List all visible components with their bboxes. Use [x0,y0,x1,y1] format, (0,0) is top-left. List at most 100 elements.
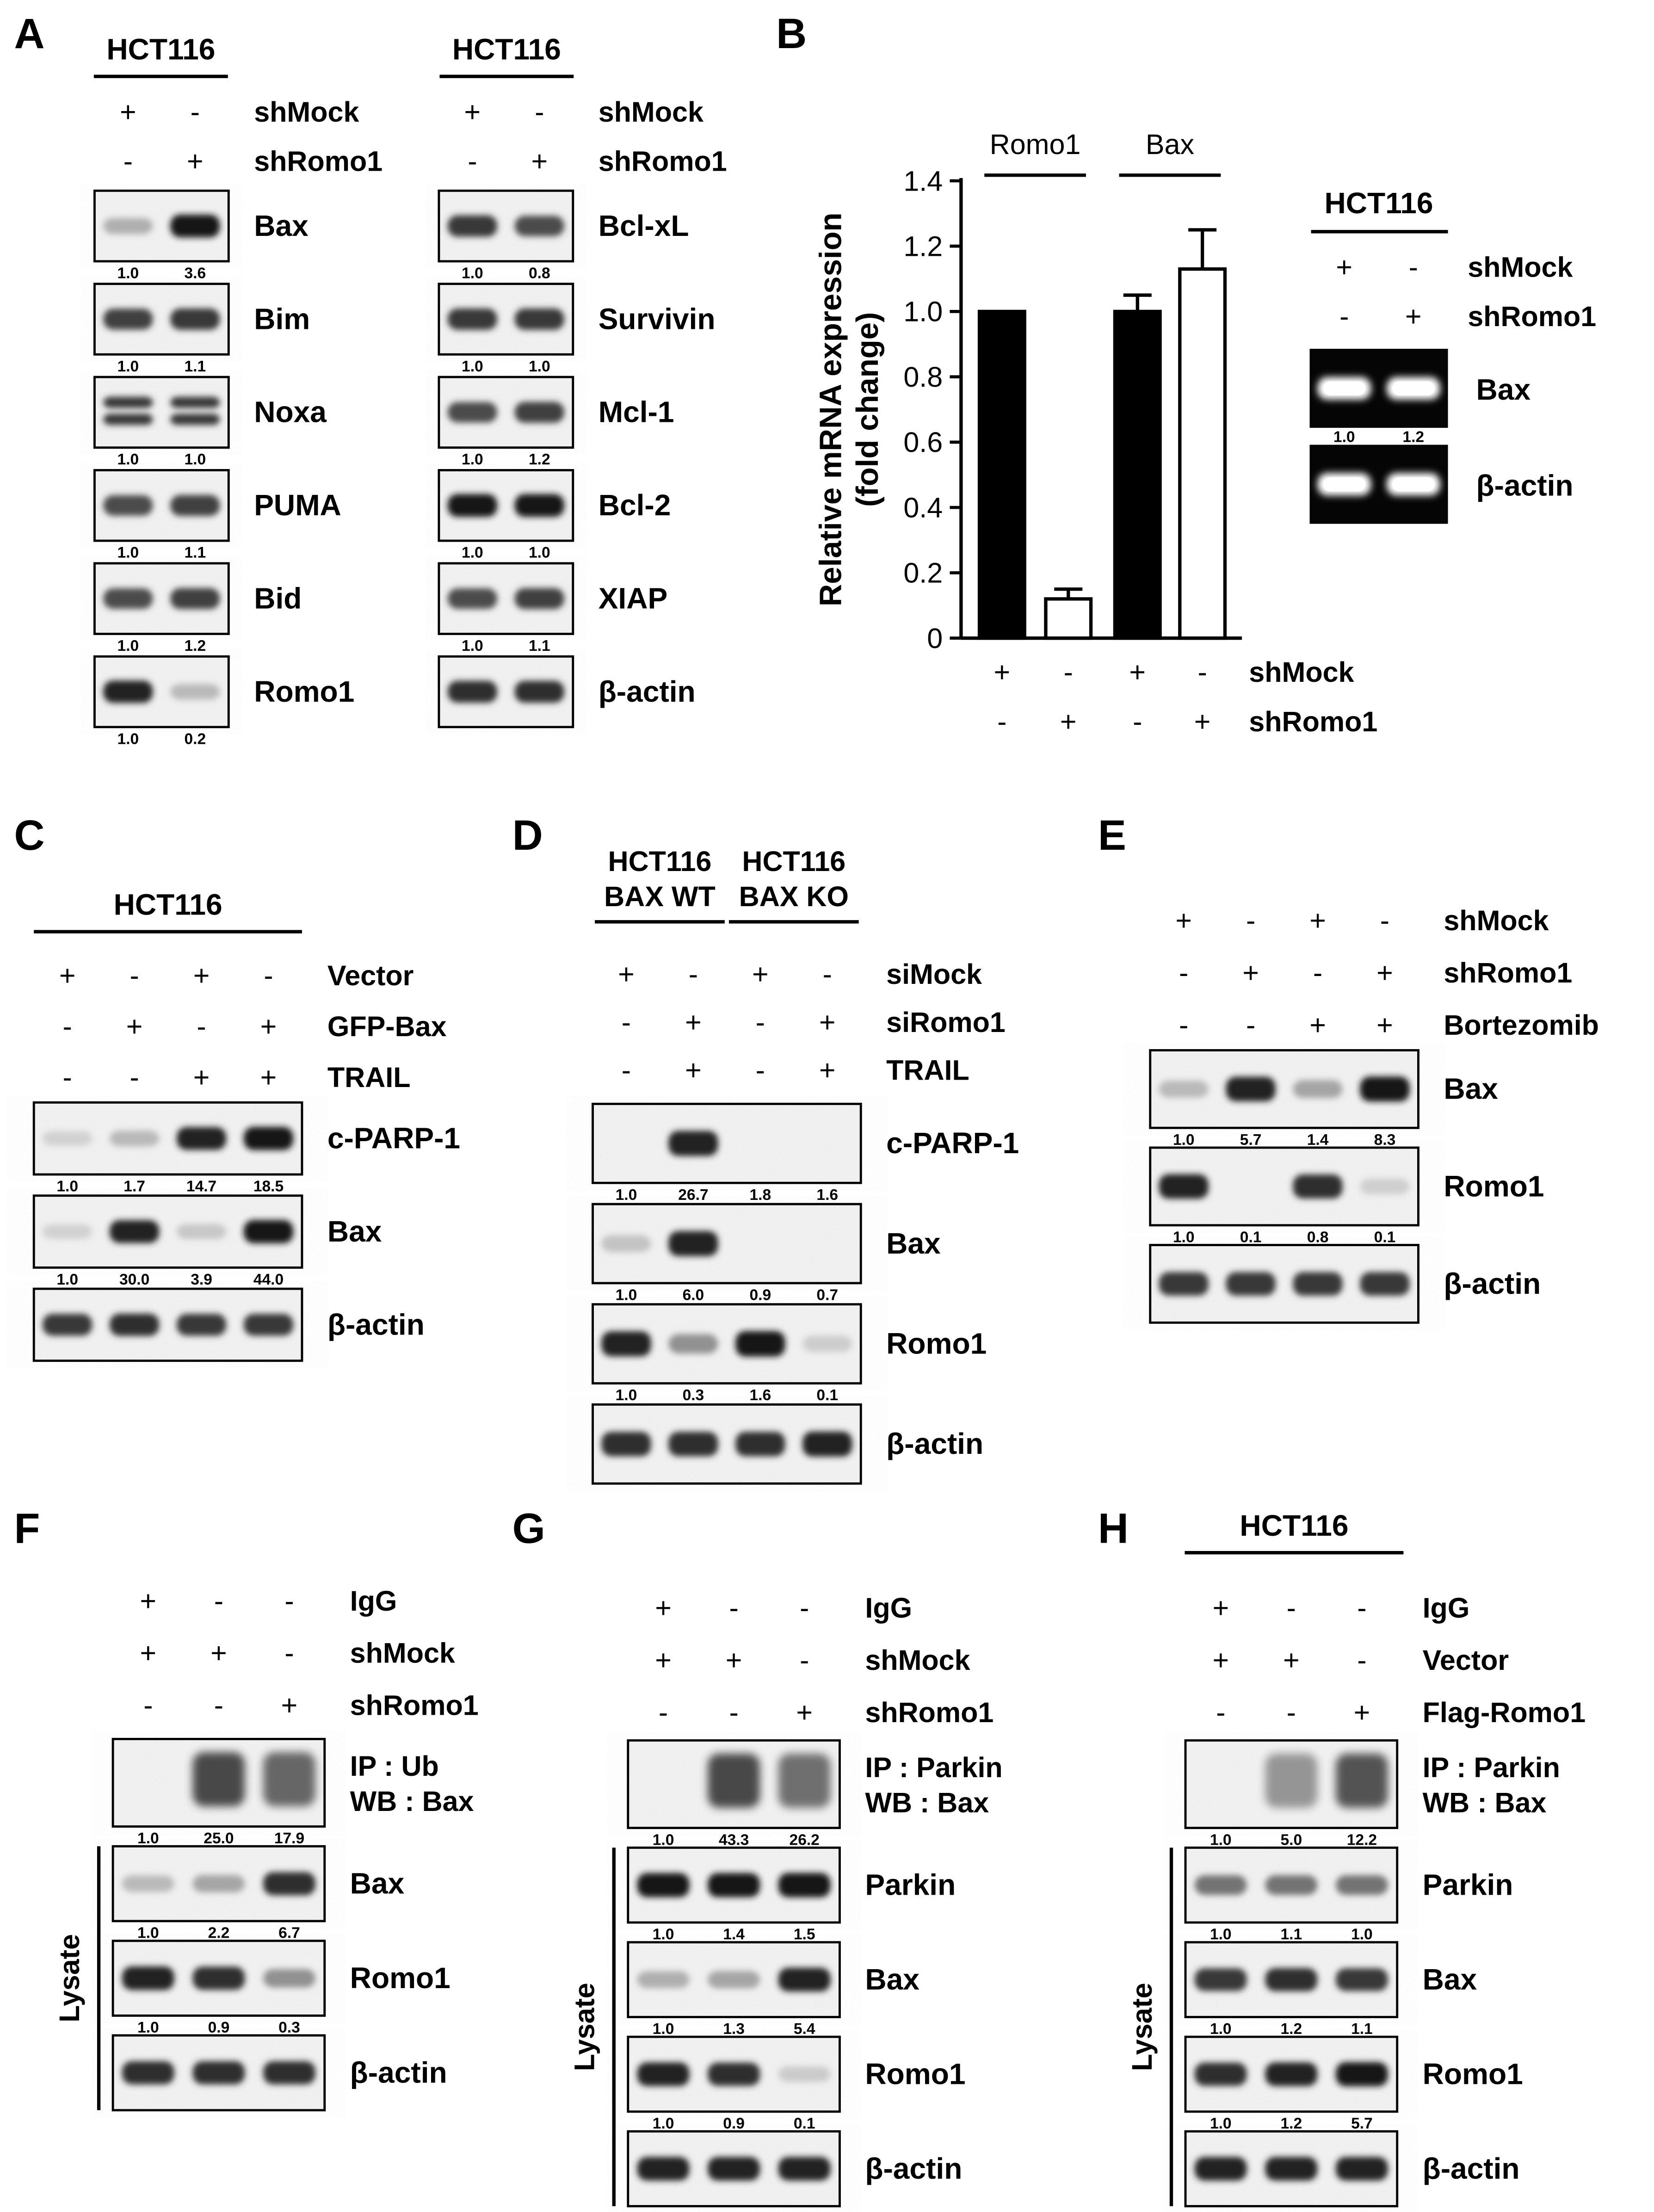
condition-sign: - [729,1592,738,1624]
band-density-value: 1.1 [185,358,206,375]
condition-sign: - [63,1011,72,1042]
blot-strip [627,1739,841,1829]
condition-label: shMock [865,1644,970,1676]
band [447,402,498,423]
y-tick-label: 0.6 [903,426,943,458]
band [447,308,498,330]
condition-sign: - [823,958,832,990]
condition-sign: + [1405,301,1422,332]
strip-border [111,1845,326,1922]
band-density-value: 1.0 [653,2115,674,2132]
band [1335,2062,1388,2087]
band [1265,1875,1318,1895]
condition-label: shRomo1 [1468,301,1596,332]
membrane-grain [592,1104,861,1183]
condition-sign: + [1336,251,1352,283]
band-density-value: 1.0 [56,1178,78,1195]
blot-label: β-actin [350,2056,447,2089]
blot-label: Bax [886,1227,941,1260]
band-density-value: 26.7 [678,1186,708,1204]
condition-label: IgG [865,1592,912,1624]
strip-border [1149,1146,1419,1227]
strip-border [627,1846,841,1924]
strip-border [32,1101,303,1176]
band-density-value: 1.0 [117,358,139,375]
condition-sign: + [1283,1644,1300,1676]
band-density-value: 1.6 [750,1387,771,1404]
strip-border [93,189,230,263]
y-tick-label: 1.4 [903,165,943,197]
panel-letter: E [1098,812,1126,859]
band-density-value: 0.8 [1307,1229,1329,1246]
blot-strip [1184,2130,1399,2207]
condition-sign: - [1216,1697,1225,1728]
strip-border [438,562,574,635]
band [43,1224,93,1239]
blot-strip [93,376,230,449]
band [176,1224,227,1239]
band [514,216,564,236]
condition-sign: - [1064,656,1073,688]
band [103,218,153,234]
condition-sign: + [464,96,481,128]
blot-label: β-actin [1444,1267,1541,1300]
condition-sign: - [63,1062,72,1093]
band-density-value: 1.0 [137,1830,159,1847]
condition-sign: + [1129,656,1146,688]
band [802,1335,852,1352]
strip-border [1149,1049,1419,1129]
blot-label: Bax [1444,1072,1498,1106]
blot-label: IP : Parkin [1423,1752,1560,1783]
condition-label: shRomo1 [254,146,383,177]
condition-label: shRomo1 [865,1697,994,1728]
band-density-value: 0.7 [816,1287,838,1304]
bar [1044,597,1093,640]
condition-sign: - [1409,251,1418,283]
group-label-line1: HCT116 [608,846,712,877]
panel-letter: D [512,812,543,859]
gel-band [1323,477,1366,492]
condition-sign: - [130,960,139,991]
condition-sign: - [214,1690,223,1721]
condition-label: Bortezomib [1444,1009,1599,1041]
y-tick-label: 1.0 [903,296,943,327]
condition-sign: - [535,96,544,128]
condition-sign: + [726,1644,742,1676]
band-density-value: 0.8 [529,265,550,282]
condition-sign: + [140,1585,157,1617]
group-label-line2: BAX KO [739,881,849,912]
condition-sign: + [1194,706,1211,737]
band [243,1220,294,1243]
blot-label: Noxa [254,395,327,429]
band-density-value: 1.0 [117,544,139,562]
band-density-value: 3.6 [185,265,206,282]
blot-strip [627,1941,841,2018]
band-density-value: 44.0 [253,1271,284,1288]
band-density-value: 1.0 [616,1287,637,1304]
band [1360,1178,1410,1195]
condition-sign: + [187,146,204,177]
condition-label: shRomo1 [1249,706,1377,737]
panel-letter: H [1098,1505,1129,1552]
band [43,1314,93,1336]
band [103,680,153,703]
blot-label: Mcl-1 [599,395,674,429]
blot-label: β-actin [865,2152,962,2185]
y-tick-label: 0.4 [903,492,943,523]
strip-border [93,655,230,729]
bar [1113,309,1162,640]
condition-label: shMock [254,96,359,128]
condition-sign: + [655,1644,672,1676]
band-upper [170,396,220,408]
y-tick-label: 0 [927,623,943,654]
blot-label: Romo1 [254,675,354,708]
strip-border [93,376,230,449]
smear-band [778,1753,831,1808]
band-density-value: 0.3 [683,1387,704,1404]
blot-strip [438,562,574,635]
strip-border [32,1194,303,1269]
condition-sign: + [210,1637,227,1669]
strip-border [438,655,574,729]
bar [977,309,1026,640]
